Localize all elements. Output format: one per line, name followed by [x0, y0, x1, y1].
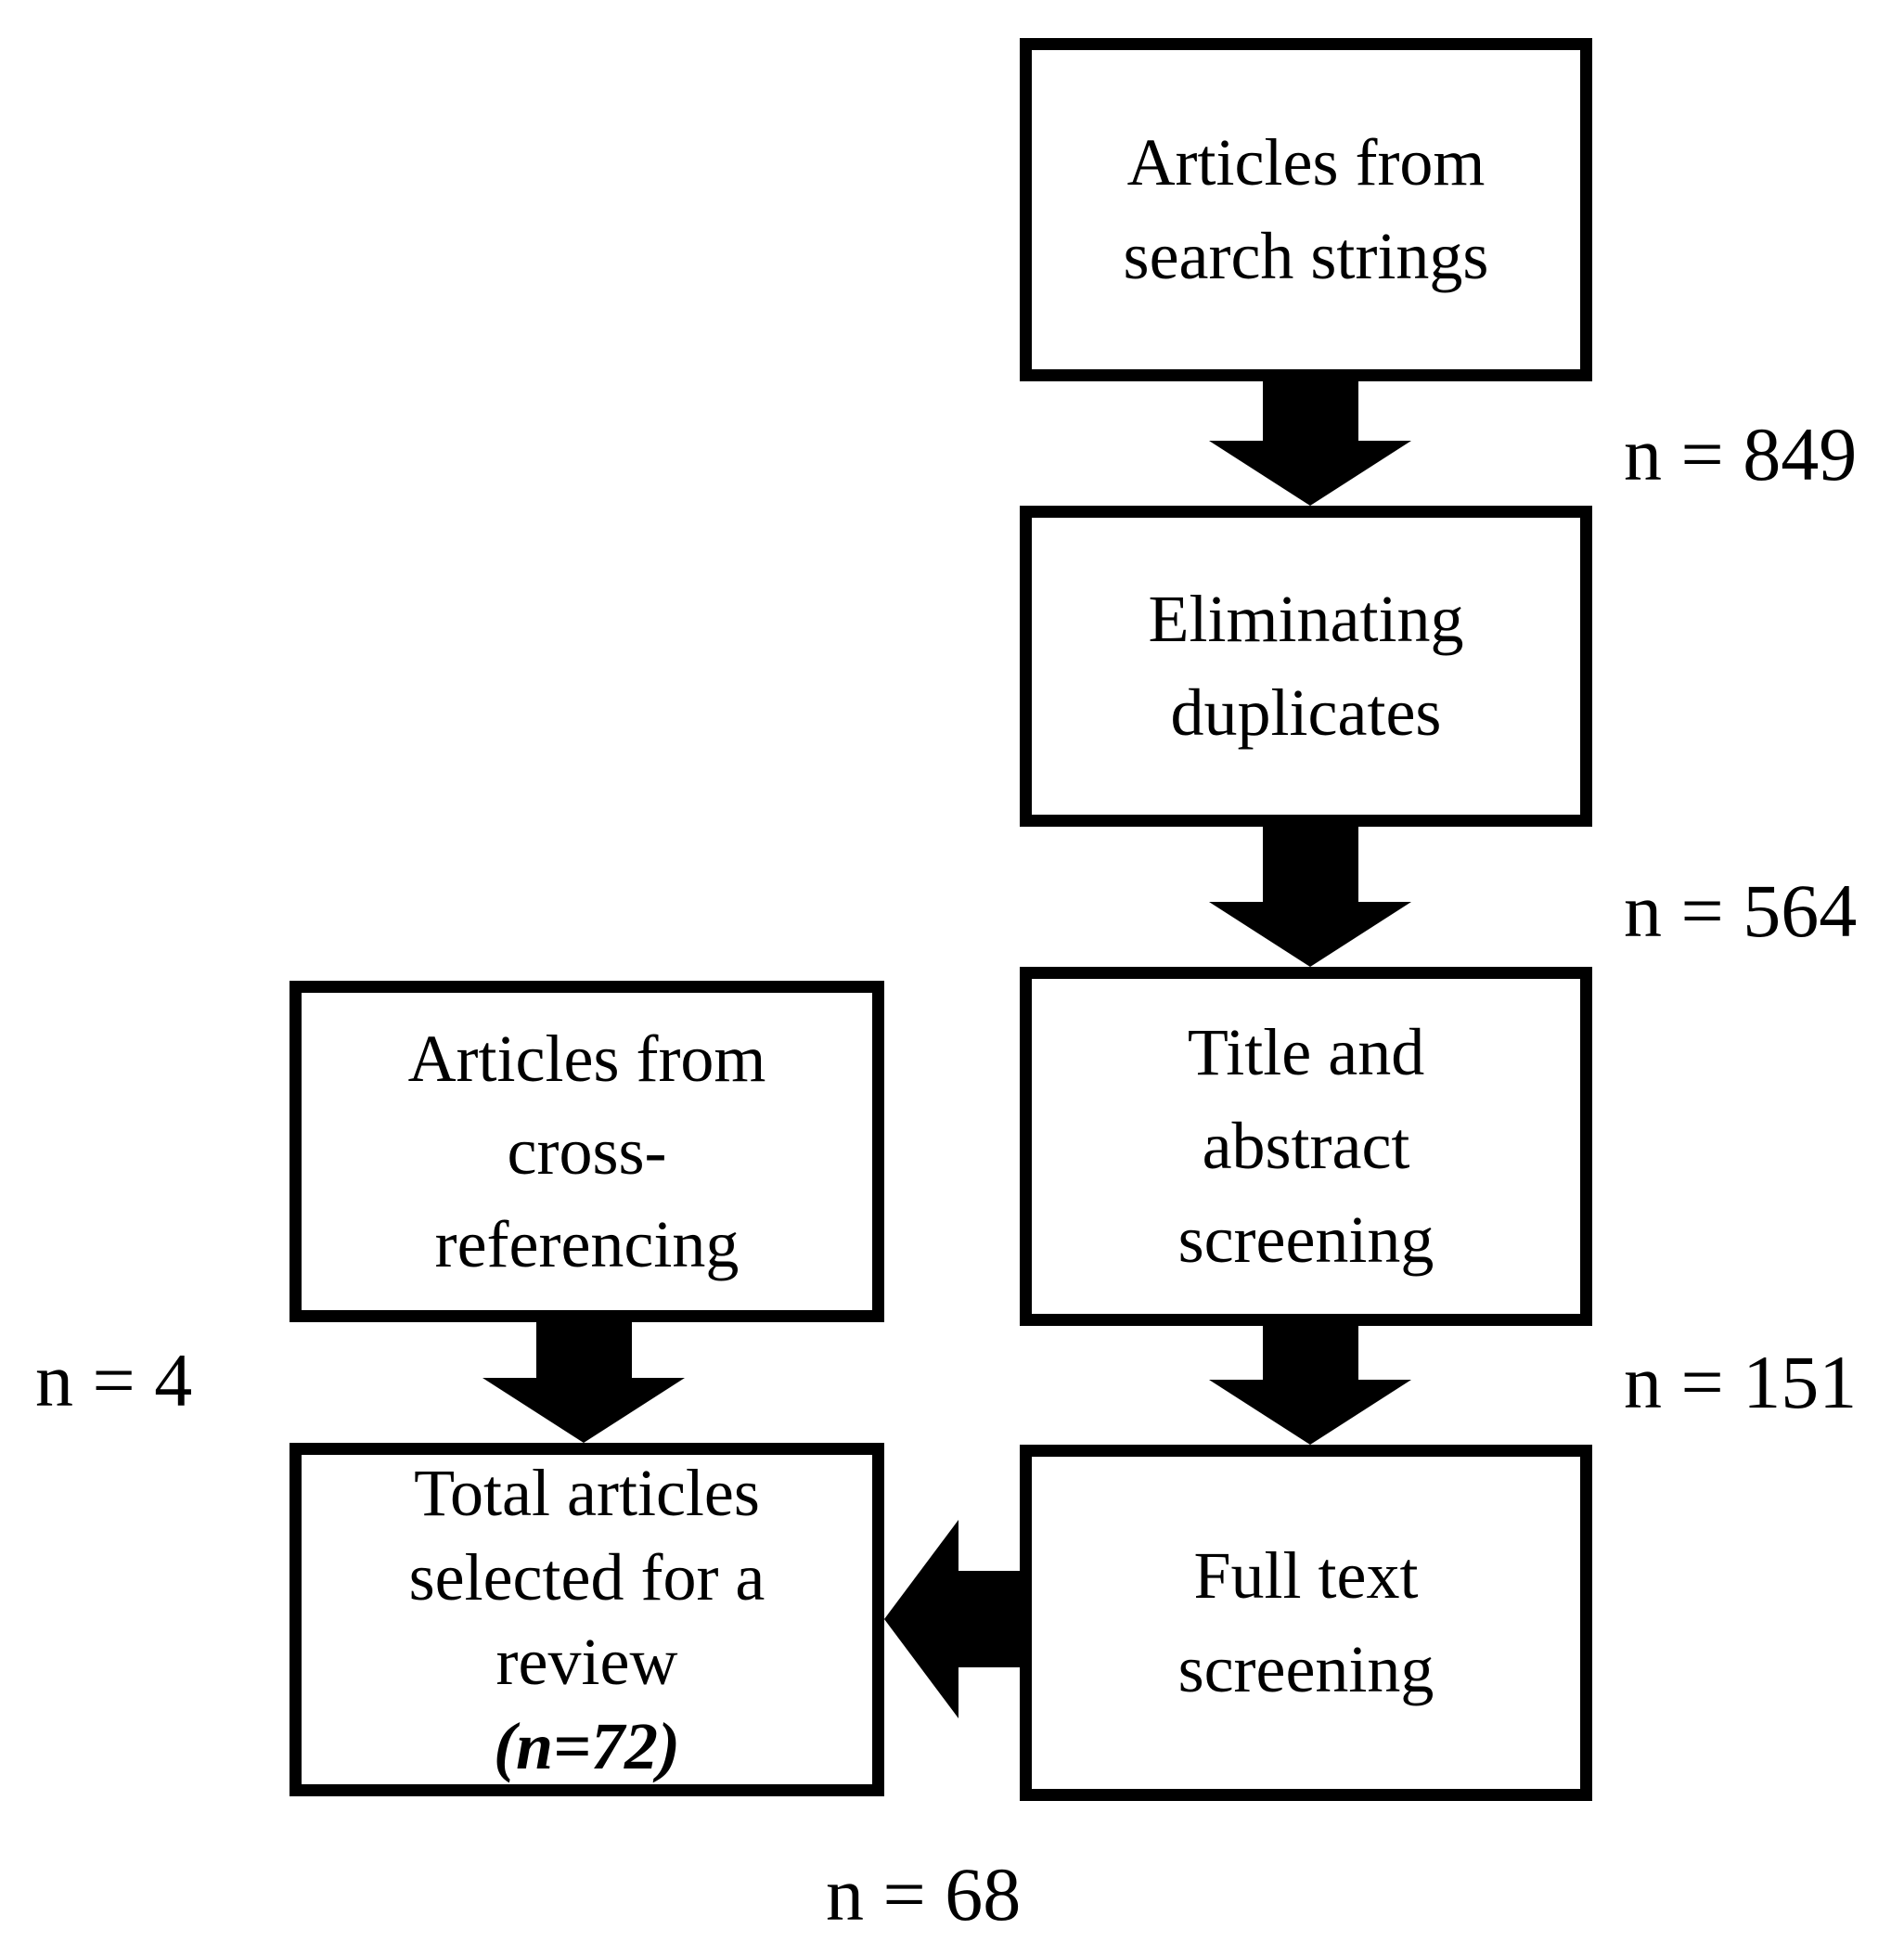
- box-text-line: review: [495, 1624, 678, 1699]
- box-text-line-emphasis: (n=72): [493, 1708, 681, 1783]
- box-text-line: selected for a: [408, 1539, 765, 1614]
- arrow-down-icon: [1209, 826, 1411, 967]
- box-articles-from-cross-referencing: Articles from cross- referencing: [289, 981, 884, 1322]
- count-label-after-title-abstract: n = 151: [1624, 1340, 1858, 1424]
- box-text-line: search strings: [1123, 219, 1489, 293]
- box-text-line: abstract: [1202, 1109, 1410, 1183]
- box-title-abstract-screening: Title and abstract screening: [1020, 967, 1592, 1326]
- box-total-articles-selected: Total articles selected for a review (n=…: [289, 1443, 884, 1796]
- arrow-head: [1209, 1380, 1411, 1445]
- arrow-head: [1209, 441, 1411, 506]
- box-text-line: Total articles: [414, 1455, 760, 1530]
- arrow-head: [482, 1378, 685, 1443]
- count-label-cross-referencing: n = 4: [35, 1338, 193, 1422]
- arrow-shaft: [1262, 380, 1358, 441]
- box-text-line: cross-: [507, 1114, 667, 1189]
- arrow-head: [1209, 902, 1411, 967]
- arrow-shaft: [535, 1322, 632, 1378]
- count-label-after-search: n = 849: [1624, 412, 1858, 496]
- box-text-line: referencing: [434, 1207, 740, 1281]
- box-text-line: Eliminating: [1148, 582, 1464, 656]
- box-eliminating-duplicates: Eliminating duplicates: [1020, 506, 1592, 827]
- box-text-line: duplicates: [1170, 675, 1442, 750]
- box-text-line: screening: [1177, 1202, 1434, 1277]
- arrow-down-icon: [1209, 380, 1411, 506]
- box-text-line: screening: [1177, 1632, 1434, 1706]
- arrow-head: [884, 1520, 958, 1718]
- box-text-line: Title and: [1187, 1015, 1425, 1089]
- box-text-line: Articles from: [407, 1022, 766, 1096]
- arrow-down-icon: [1209, 1326, 1411, 1445]
- arrow-shaft: [1262, 826, 1358, 902]
- arrow-shaft: [1262, 1326, 1358, 1380]
- box-articles-from-search-strings: Articles from search strings: [1020, 38, 1592, 381]
- arrow-left-icon: [884, 1520, 1020, 1718]
- arrow-shaft: [958, 1571, 1020, 1667]
- arrow-down-icon: [482, 1322, 685, 1443]
- box-text-line: Articles from: [1126, 125, 1486, 199]
- box-full-text-screening: Full text screening: [1020, 1445, 1592, 1801]
- box-text-line: Full text: [1193, 1538, 1419, 1613]
- count-label-after-full-text: n = 68: [826, 1852, 1022, 1936]
- count-label-after-dedup: n = 564: [1624, 868, 1858, 953]
